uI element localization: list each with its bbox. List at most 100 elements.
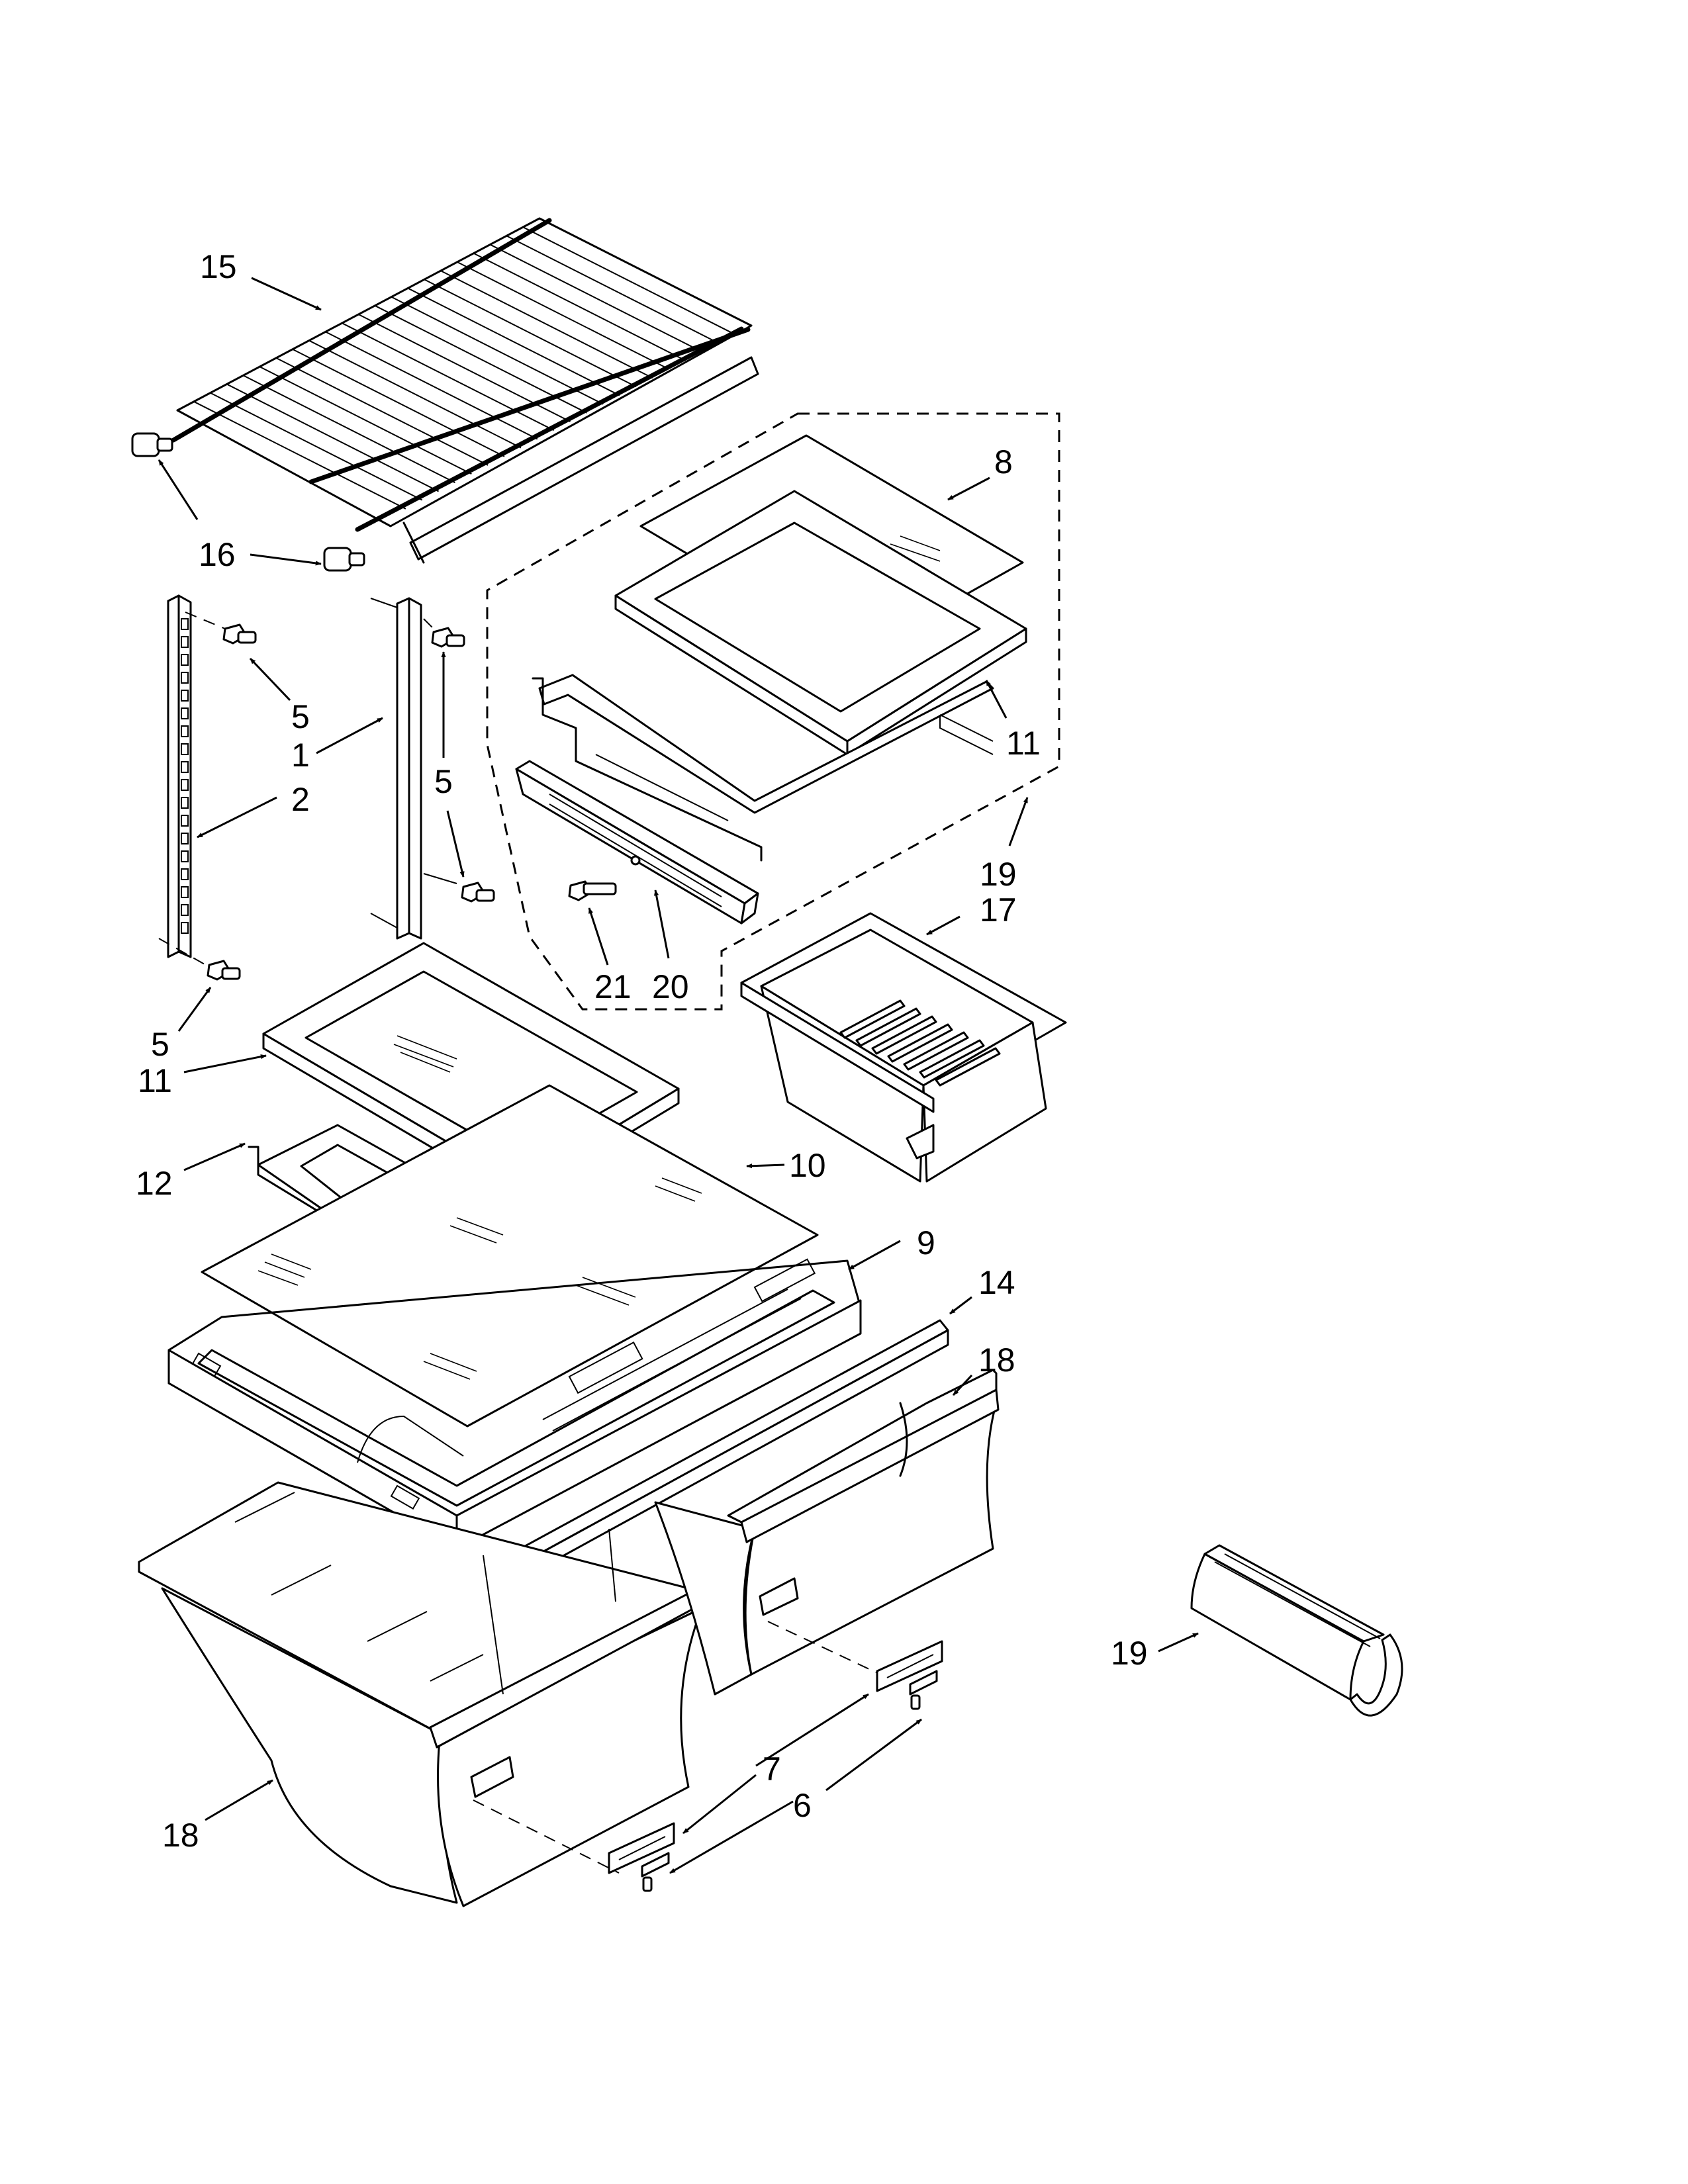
ladder-slot xyxy=(181,618,189,630)
screw-mid-right xyxy=(461,882,495,903)
drawer-rib xyxy=(855,1007,921,1047)
drawer-rib xyxy=(935,1047,1001,1087)
shelf-wire xyxy=(342,322,555,432)
callout-17: 17 xyxy=(980,891,1017,929)
shelf-wire xyxy=(325,331,538,440)
ladder-slot xyxy=(181,815,189,827)
leader-18a xyxy=(952,1374,973,1396)
ladder-slot xyxy=(181,707,189,719)
callout-5a: 5 xyxy=(291,698,310,735)
shelf-wire xyxy=(424,279,637,388)
leader-16b xyxy=(250,553,322,566)
ladder-slot xyxy=(181,779,189,791)
leader-5a xyxy=(249,657,291,702)
leader-7a xyxy=(755,1693,869,1767)
shelf-wire xyxy=(275,357,489,466)
leader-11b xyxy=(183,1054,267,1073)
callout-21: 21 xyxy=(594,968,632,1005)
callout-18a: 18 xyxy=(978,1342,1015,1379)
ladder-slot xyxy=(181,654,189,666)
kit-boundary xyxy=(486,412,1060,1011)
screw-top-left xyxy=(185,612,257,645)
shelf-wire xyxy=(489,244,702,353)
shelf-wire xyxy=(522,226,735,336)
shelf-wire xyxy=(210,392,423,501)
deli-drawer xyxy=(740,912,1067,1183)
leader-1 xyxy=(316,717,383,754)
screw-21 xyxy=(568,880,617,901)
callout-20: 20 xyxy=(652,968,689,1005)
shelf-wire xyxy=(243,375,455,484)
leader-20 xyxy=(654,889,670,959)
leader-7b xyxy=(682,1774,757,1835)
ladder-slot xyxy=(181,690,189,702)
leader-6b xyxy=(669,1800,794,1874)
leader-6a xyxy=(825,1718,922,1792)
leader-10 xyxy=(746,1163,785,1169)
callout-5b: 5 xyxy=(434,763,453,800)
leader-19a xyxy=(1008,797,1029,846)
callout-11b: 11 xyxy=(138,1062,172,1099)
leader-18b xyxy=(205,1779,273,1821)
leader-16a xyxy=(158,459,199,520)
leader-19b xyxy=(1158,1632,1199,1653)
ladder-slot xyxy=(181,725,189,737)
ladder-slot xyxy=(181,743,189,755)
callout-5c: 5 xyxy=(151,1026,169,1063)
leader-9 xyxy=(848,1240,901,1271)
tube-part xyxy=(1190,1544,1403,1717)
shelf-wire xyxy=(358,314,571,422)
ladder-slot xyxy=(181,904,189,916)
callout-7: 7 xyxy=(763,1751,781,1788)
callout-9: 9 xyxy=(917,1224,935,1261)
ladder-slot xyxy=(181,672,189,684)
callout-19a: 19 xyxy=(980,856,1017,893)
callout-18b: 18 xyxy=(162,1817,199,1854)
shelf-wire xyxy=(391,296,604,405)
leader-21 xyxy=(588,907,609,966)
screw-bottom-left xyxy=(158,938,241,981)
callout-19b: 19 xyxy=(1111,1635,1148,1672)
callout-15: 15 xyxy=(200,248,237,285)
leader-5c xyxy=(177,987,212,1032)
crisper-drawer-left xyxy=(138,1481,703,1907)
callout-12: 12 xyxy=(136,1165,173,1202)
ladder-slot xyxy=(181,868,189,880)
shelf-wire xyxy=(226,383,440,492)
shelf-wire xyxy=(308,340,522,449)
shelf-wire xyxy=(193,400,406,510)
shelf-ladder-left xyxy=(167,594,192,958)
wire-shelf xyxy=(171,217,759,564)
drawer-rib xyxy=(839,999,906,1039)
ladder-slot xyxy=(181,797,189,809)
leader-2 xyxy=(197,796,277,839)
shelf-support-upper xyxy=(532,674,994,862)
shelf-bracket-front xyxy=(515,760,759,925)
drawer-slide-left xyxy=(608,1822,675,1874)
shelf-ladder-right xyxy=(370,597,457,940)
leader-14 xyxy=(949,1296,972,1315)
leader-11a xyxy=(985,680,1008,719)
shelf-wire xyxy=(440,270,653,379)
shelf-frame-upper xyxy=(614,490,1027,756)
leader-lines xyxy=(158,277,1199,1874)
ladder-slot xyxy=(181,886,189,898)
crisper-drawer-right xyxy=(654,1369,1000,1696)
glass-panel-lower xyxy=(201,1084,819,1428)
shelf-wire xyxy=(407,287,620,396)
leader-15 xyxy=(251,277,322,311)
leader-5b2 xyxy=(446,810,465,878)
shelf-wire xyxy=(292,348,505,457)
drawer-slide-right xyxy=(876,1640,943,1692)
drawer-rib xyxy=(903,1031,969,1071)
ladder-slot xyxy=(181,761,189,773)
leader-8 xyxy=(947,477,990,501)
callout-14: 14 xyxy=(978,1264,1015,1301)
drawer-rib xyxy=(919,1039,985,1079)
drawer-clip-left xyxy=(641,1852,670,1892)
ladder-slot xyxy=(181,922,189,934)
leader-12 xyxy=(183,1142,246,1171)
callout-11a: 11 xyxy=(1006,725,1041,762)
screw-top-right xyxy=(423,618,465,648)
